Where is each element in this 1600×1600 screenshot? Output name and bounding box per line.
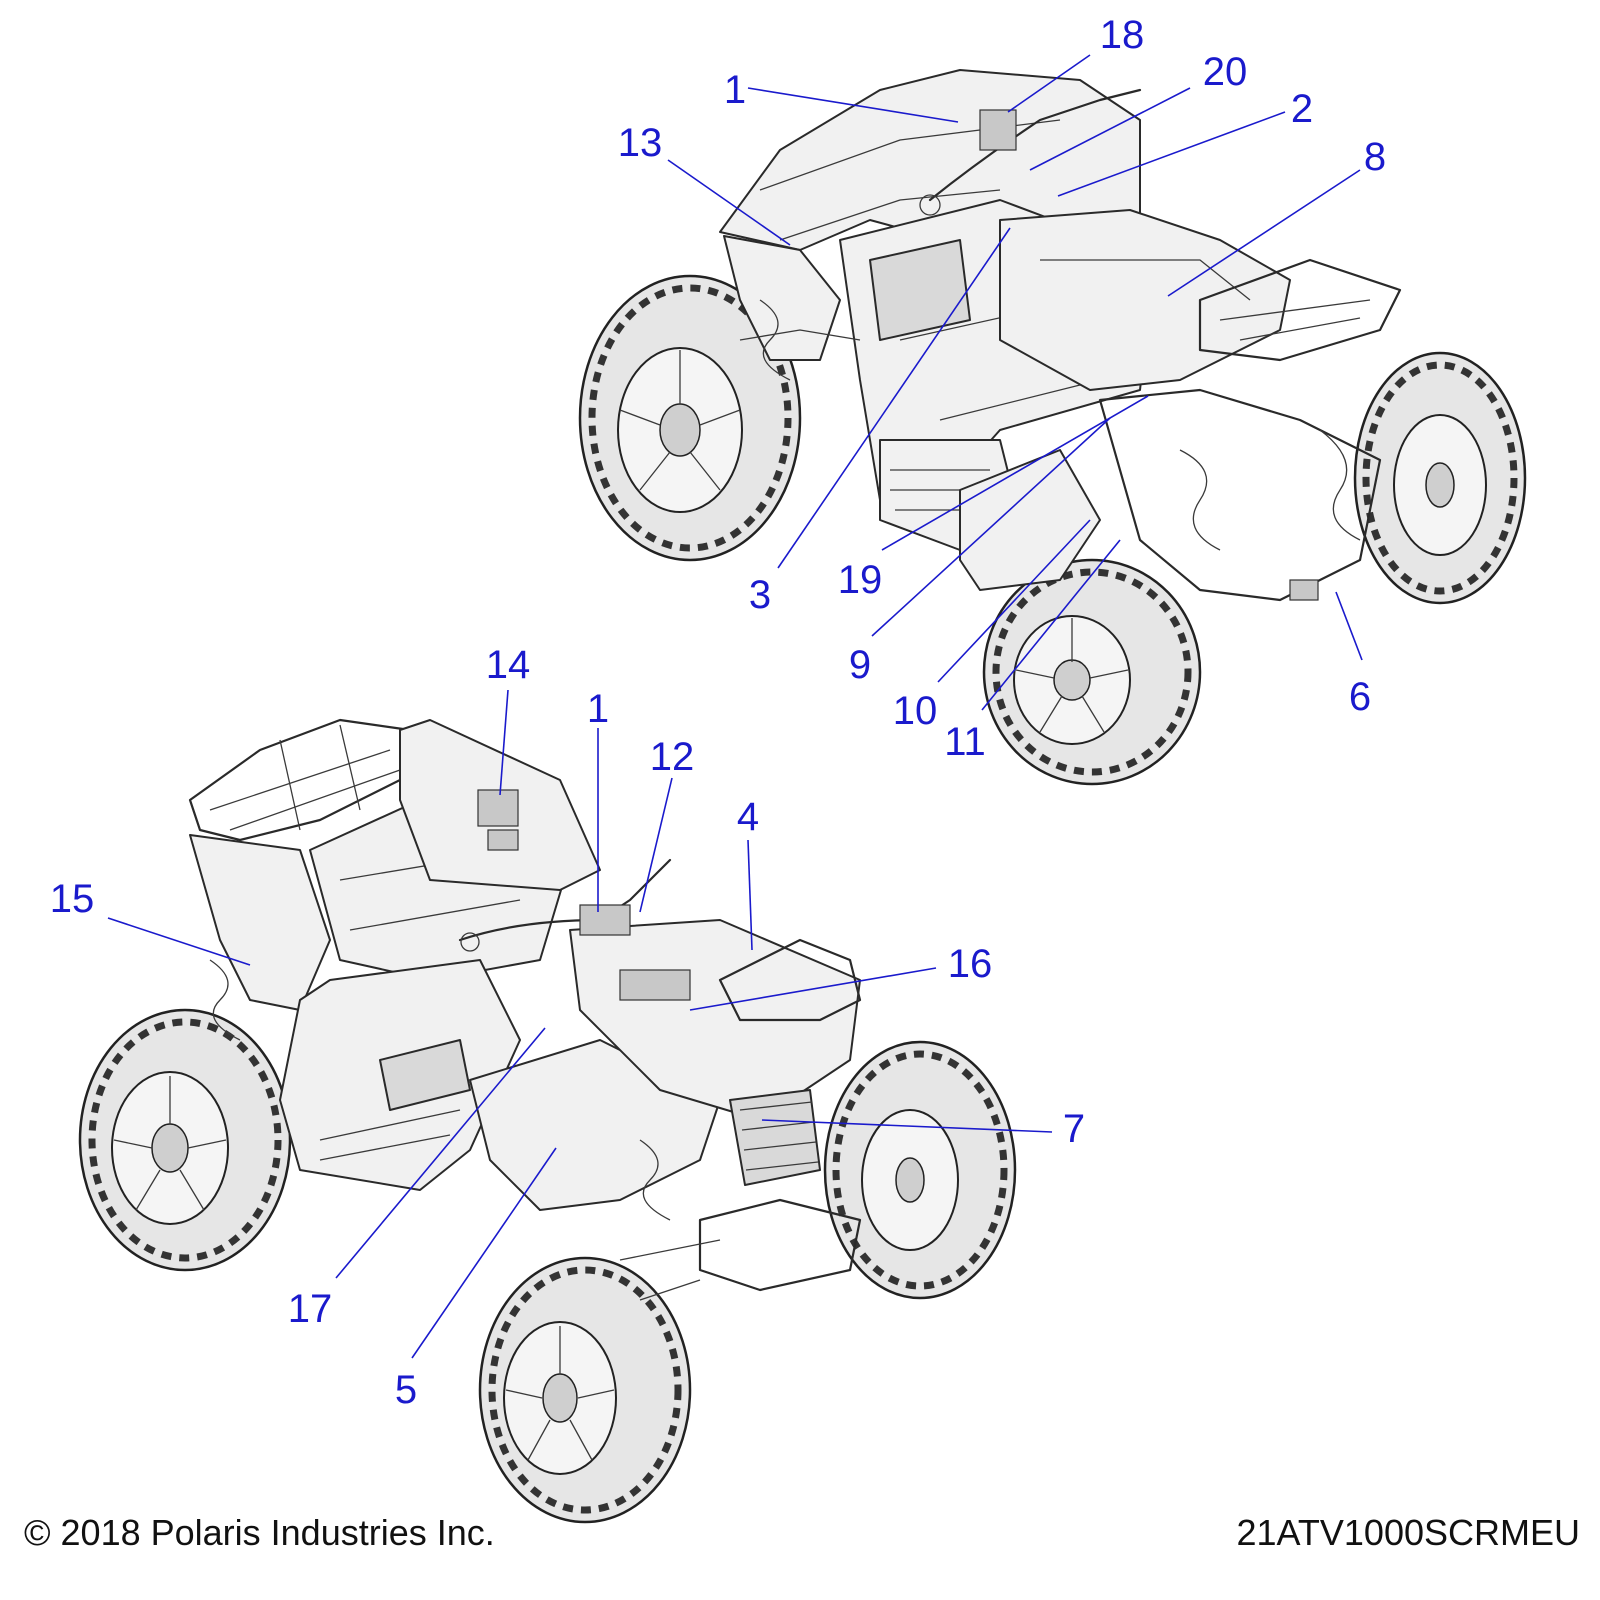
callout-3: 3: [749, 573, 771, 617]
leader-20: [1029, 87, 1191, 171]
wheel-front-right-bottom: [823, 1040, 1017, 1300]
wheel-rear-right-top: [1353, 351, 1527, 605]
callout-19: 19: [838, 558, 883, 602]
leader-18: [1007, 54, 1091, 113]
leader-3: [777, 227, 1011, 569]
leader-10: [937, 519, 1091, 683]
copyright-notice: © 2018 Polaris Industries Inc.: [24, 1512, 495, 1553]
callout-4: 4: [737, 795, 759, 839]
leader-2: [1057, 111, 1286, 197]
callout-1-bottom: 1: [587, 687, 609, 731]
leader-11: [981, 539, 1121, 711]
leader-8: [1167, 169, 1361, 297]
callout-17: 17: [288, 1287, 333, 1331]
callout-7: 7: [1063, 1107, 1085, 1151]
leader-19: [881, 395, 1149, 551]
callout-14: 14: [486, 643, 531, 687]
callout-13: 13: [618, 121, 663, 165]
leader-5: [411, 1147, 557, 1359]
callout-numbers: 1 18 20 2 13 8 3 19 9 10 11 6 14 1 12 4 …: [50, 13, 1386, 1412]
callout-10: 10: [893, 689, 938, 733]
callout-1-top: 1: [724, 68, 746, 112]
leader-4: [747, 839, 753, 951]
callout-2: 2: [1291, 87, 1313, 131]
leader-17: [335, 1027, 546, 1279]
leader-16: [689, 967, 937, 1011]
leader-14: [499, 689, 509, 796]
wheel-front-left-bottom: [478, 1256, 692, 1524]
callout-6: 6: [1349, 675, 1371, 719]
callout-9: 9: [849, 643, 871, 687]
callout-5: 5: [395, 1368, 417, 1412]
leader-1-top: [747, 87, 959, 123]
leader-9: [871, 417, 1111, 637]
callout-15: 15: [50, 877, 95, 921]
drawing-number: 21ATV1000SCRMEU: [1236, 1512, 1580, 1553]
leader-15: [107, 917, 251, 966]
leader-6: [1335, 591, 1363, 661]
callout-18: 18: [1100, 13, 1145, 57]
leader-lines: [107, 54, 1363, 1359]
wheel-rear-left-top: [982, 558, 1202, 786]
leader-7: [761, 1119, 1053, 1133]
callout-8: 8: [1364, 135, 1386, 179]
callout-12: 12: [650, 735, 695, 779]
atv-front-view: [78, 718, 1017, 1524]
callout-11: 11: [944, 720, 986, 764]
atv-rear-view: [578, 69, 1527, 786]
leader-12: [639, 777, 673, 913]
callout-16: 16: [948, 942, 993, 986]
leader-13: [667, 159, 791, 246]
callout-20: 20: [1203, 50, 1248, 94]
wheel-rear-left-bottom: [78, 1008, 292, 1272]
wheel-front-left-top: [578, 274, 802, 562]
